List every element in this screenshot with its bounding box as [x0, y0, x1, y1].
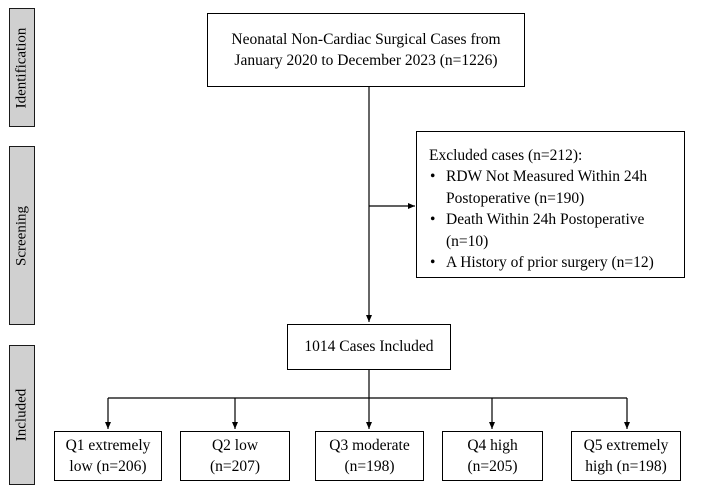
- exclusion-box: Excluded cases (n=212): RDW Not Measured…: [416, 131, 685, 278]
- identification-line-2: January 2020 to December 2023 (n=1226): [234, 52, 498, 69]
- quintile-q2-line-2: (n=207): [209, 458, 261, 475]
- quintile-q5-line-1: Q5 extremely: [583, 436, 669, 454]
- exclusion-item: Death Within 24h Postoperative (n=10): [429, 209, 674, 252]
- quintile-box-q5: Q5 extremely high (n=198): [571, 431, 681, 481]
- included-box: 1014 Cases Included: [287, 324, 451, 370]
- quintile-q5-line-2: high (n=198): [585, 458, 667, 475]
- stage-tab-included: Included: [9, 345, 35, 485]
- quintile-q3-line-2: (n=198): [344, 458, 395, 475]
- quintile-q1-line-2: low (n=206): [69, 458, 147, 475]
- quintile-q4-line-2: (n=205): [467, 458, 518, 475]
- quintile-box-q4: Q4 high (n=205): [442, 431, 543, 481]
- quintile-box-q3: Q3 moderate (n=198): [315, 431, 424, 481]
- stage-tab-identification: Identification: [9, 8, 35, 127]
- quintile-box-q1: Q1 extremely low (n=206): [54, 431, 162, 481]
- quintile-box-q2: Q2 low (n=207): [180, 431, 290, 481]
- exclusion-title: Excluded cases (n=212):: [429, 147, 583, 164]
- identification-line-1: Neonatal Non-Cardiac Surgical Cases from: [231, 30, 501, 48]
- quintile-q1-line-1: Q1 extremely: [65, 436, 151, 454]
- quintile-q4-line-1: Q4 high: [467, 436, 518, 454]
- quintile-q3-line-1: Q3 moderate: [329, 436, 410, 454]
- quintile-q2-line-1: Q2 low: [211, 436, 259, 454]
- exclusion-item: RDW Not Measured Within 24h Postoperativ…: [429, 166, 674, 209]
- stage-tab-screening: Screening: [9, 146, 35, 325]
- exclusion-item: A History of prior surgery (n=12): [429, 252, 674, 274]
- identification-box: Neonatal Non-Cardiac Surgical Cases from…: [207, 13, 525, 87]
- included-label: 1014 Cases Included: [304, 338, 434, 356]
- exclusion-list: RDW Not Measured Within 24h Postoperativ…: [429, 166, 674, 273]
